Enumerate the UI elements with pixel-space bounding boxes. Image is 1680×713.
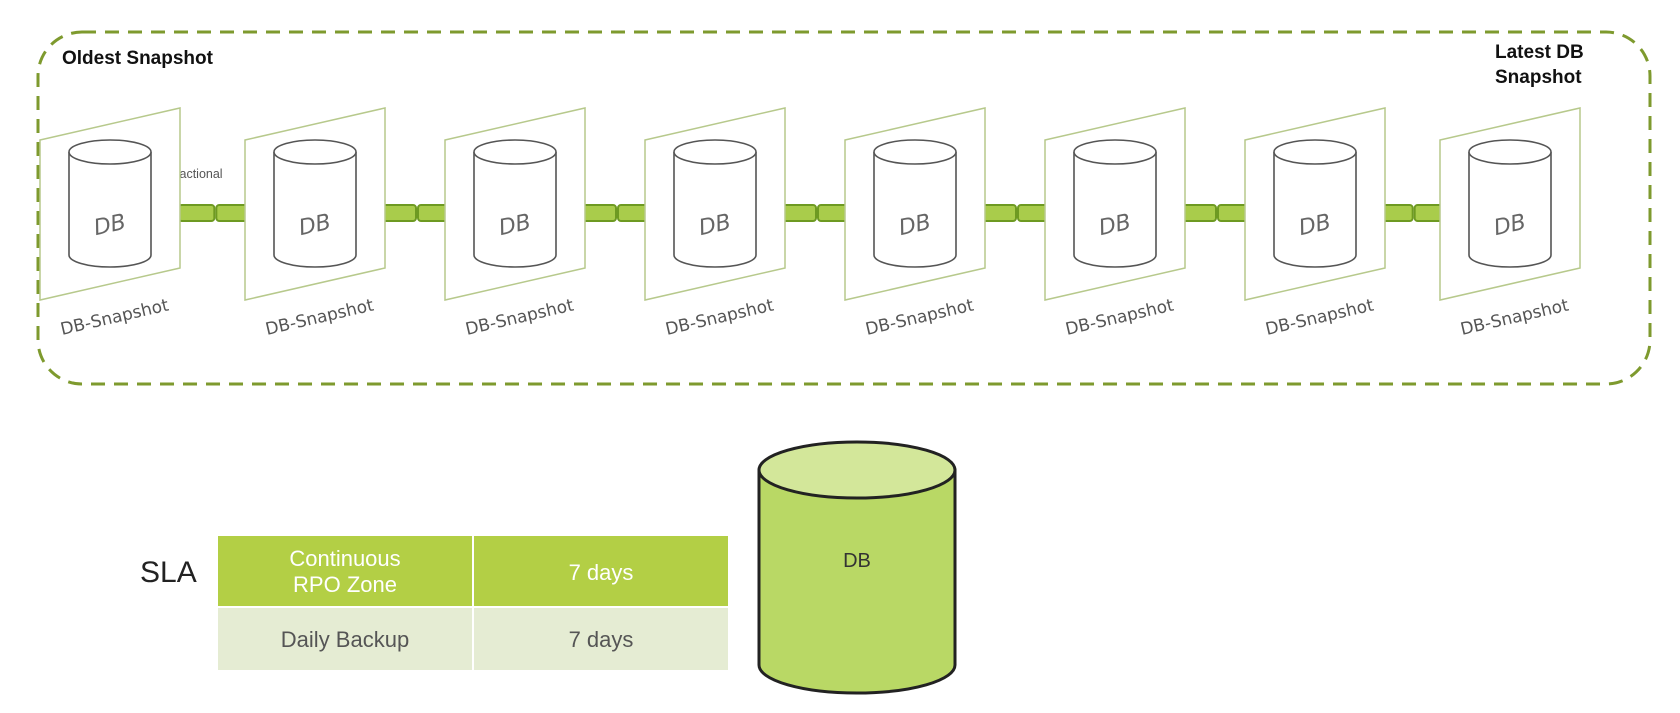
oldest-snapshot-label: Oldest Snapshot xyxy=(62,48,214,69)
snapshot-timeline: DBDB-SnapshotDBDB-SnapshotDBDB-SnapshotD… xyxy=(39,107,1581,340)
latest-snapshot-label-line2: Snapshot xyxy=(1495,67,1582,88)
snapshot-db-top xyxy=(673,139,757,165)
timeline-frame xyxy=(36,30,1652,386)
latest-snapshot-label-line1: Latest DB xyxy=(1495,42,1584,63)
snapshot-caption: DB-Snapshot xyxy=(664,295,776,339)
database-cylinder-top xyxy=(757,440,957,500)
snapshot-db-body xyxy=(1468,152,1552,268)
snapshot-caption: DB-Snapshot xyxy=(1264,295,1376,339)
snapshot-db-body xyxy=(1073,152,1157,268)
snapshot-db-top xyxy=(473,139,557,165)
log-pipe-segment xyxy=(177,204,216,222)
sla-row-2-value: 7 days xyxy=(569,627,634,652)
snapshot-db-top xyxy=(1468,139,1552,165)
snapshot-db-body xyxy=(473,152,557,268)
log-pipe-segment xyxy=(781,204,817,222)
snapshot-db-body xyxy=(673,152,757,268)
snapshot-db-top xyxy=(873,139,957,165)
snapshot-caption: DB-Snapshot xyxy=(1459,295,1571,339)
snapshot-db-body xyxy=(273,152,357,268)
log-pipe-segment xyxy=(981,204,1017,222)
snapshot-db-body xyxy=(873,152,957,268)
database-cylinder-body xyxy=(757,468,957,695)
snapshot-db-top xyxy=(1273,139,1357,165)
snapshot-caption: DB-Snapshot xyxy=(264,295,376,339)
sla-row-2-name: Daily Backup xyxy=(281,627,409,652)
sla-row-1-value: 7 days xyxy=(569,560,634,585)
snapshot-db-body xyxy=(68,152,152,268)
log-pipe-segment xyxy=(581,204,617,222)
snapshot-db-top xyxy=(68,139,152,165)
sla-row-2-name-cell xyxy=(218,608,472,670)
snapshot-caption: DB-Snapshot xyxy=(1064,295,1176,339)
snapshot-caption: DB-Snapshot xyxy=(864,295,976,339)
snapshot-caption: DB-Snapshot xyxy=(464,295,576,339)
sla-row-1-value-cell xyxy=(474,536,728,606)
log-pipe-segment xyxy=(381,204,417,222)
snapshot-db-body xyxy=(1273,152,1357,268)
snapshot-caption: DB-Snapshot xyxy=(59,295,171,339)
sla-row-1-name-line1: Continuous xyxy=(289,546,400,571)
sla-row-2-value-cell xyxy=(474,608,728,670)
sla-label: SLA xyxy=(140,556,197,589)
log-pipe-segment xyxy=(1181,204,1217,222)
sla-row-1-name-line2: RPO Zone xyxy=(293,572,397,597)
snapshot-db-top xyxy=(1073,139,1157,165)
sla-table: Continuous RPO Zone 7 days Daily Backup … xyxy=(218,536,728,670)
database-label: DB xyxy=(843,550,871,572)
snapshot-db-top xyxy=(273,139,357,165)
database-cylinder: DB xyxy=(757,440,957,695)
sla-row-1-name-cell xyxy=(218,536,472,606)
